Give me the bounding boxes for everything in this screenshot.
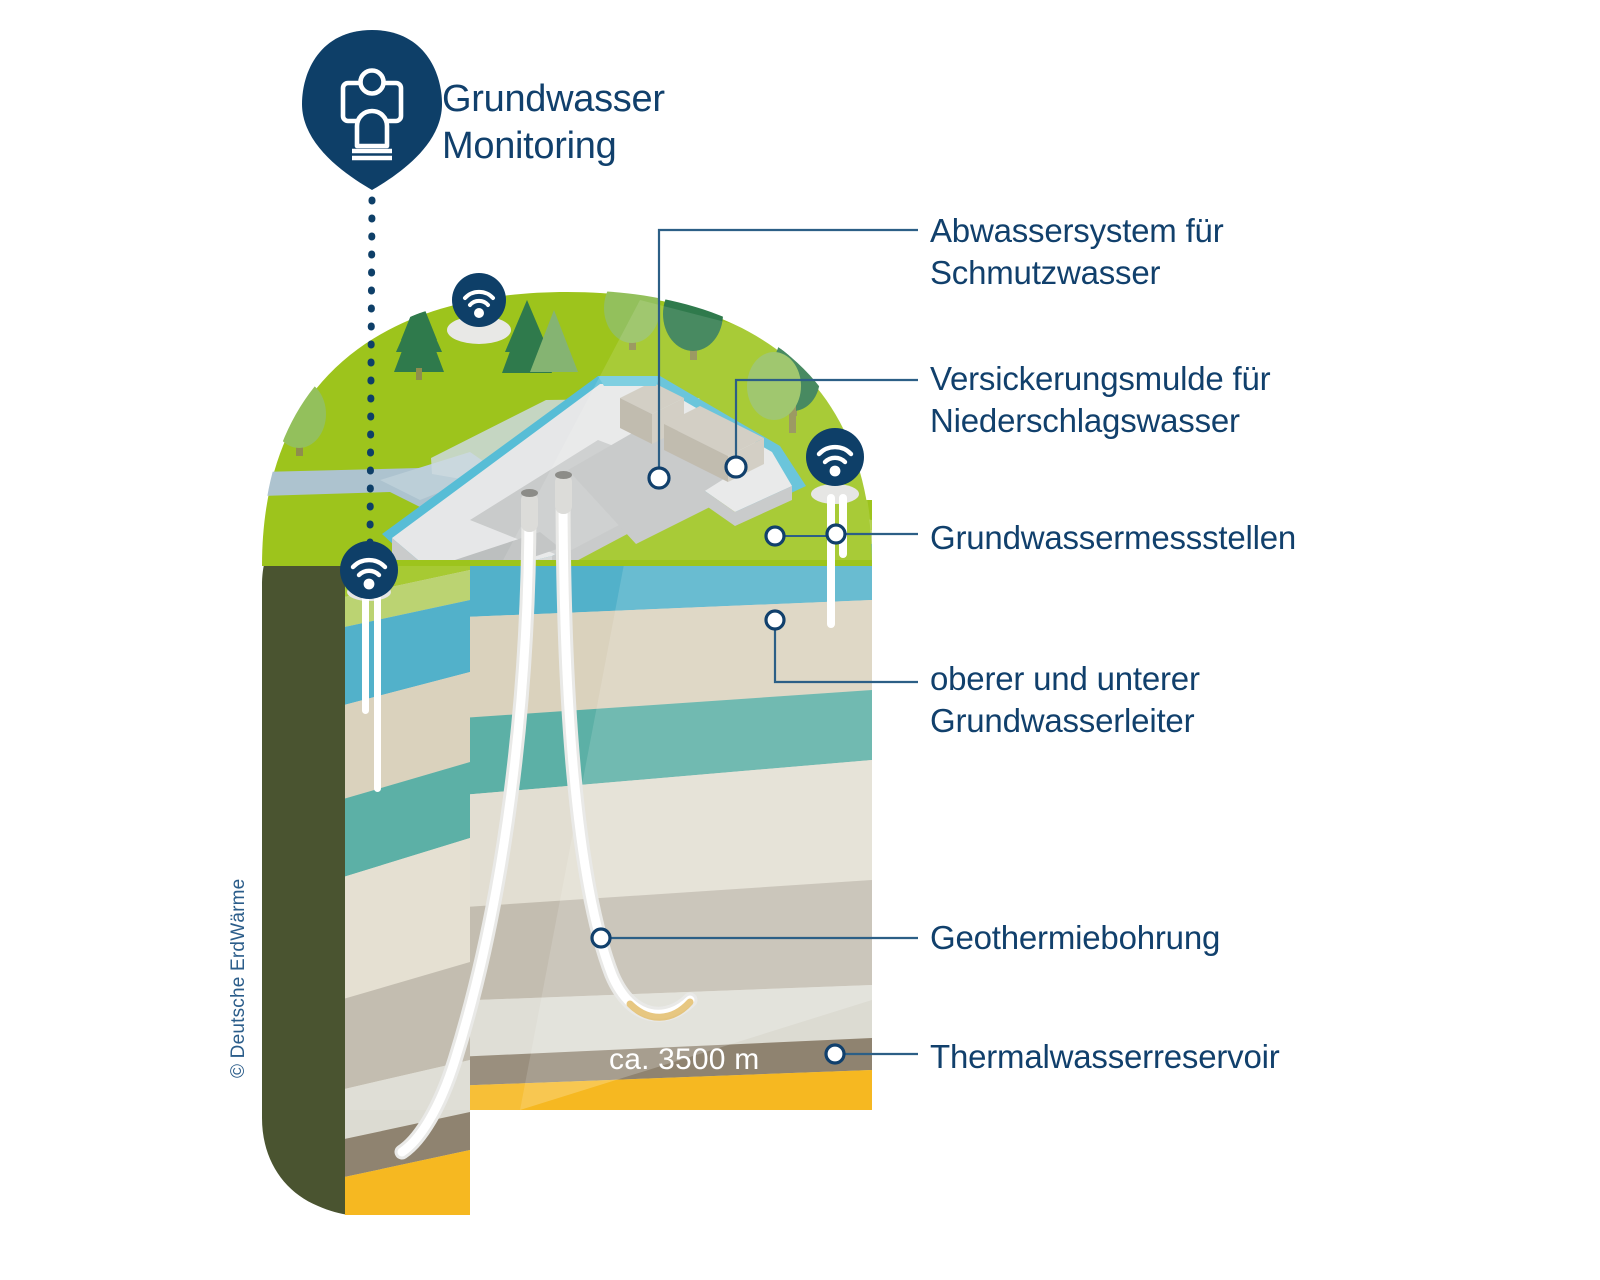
callout-label-geothermiebohrung: Geothermiebohrung xyxy=(930,919,1221,956)
geothermal-borehole-pair xyxy=(394,471,698,1160)
leader-abwassersystem xyxy=(657,228,918,472)
sensor-base-plate xyxy=(447,316,511,344)
pin-dotted-connector xyxy=(366,196,376,547)
callout-label-grundwasserleiter: oberer und unterer Grundwasserleiter xyxy=(930,660,1200,739)
wifi-sensor-right-icon xyxy=(806,428,864,486)
marker-abwassersystem xyxy=(647,466,671,490)
callout-label-versickerung: Versickerungsmulde für Niederschlagswass… xyxy=(930,360,1271,439)
copyright-credit: © Deutsche ErdWärme xyxy=(228,878,249,1078)
monitoring-person-screen-icon xyxy=(340,68,404,161)
wifi-sensor-hilltop-icon xyxy=(452,273,506,327)
callout-label-abwassersystem: Abwassersystem für Schmutzwasser xyxy=(930,212,1224,291)
marker-versickerung xyxy=(724,455,748,479)
leader-grundwasserleiter xyxy=(773,626,918,684)
marker-thermalwasser xyxy=(824,1043,846,1065)
marker-messstelle-upper xyxy=(764,525,786,547)
callout-markers xyxy=(590,455,847,1065)
marker-messstelle-lower xyxy=(764,609,786,631)
leader-versickerung xyxy=(734,378,918,461)
strata-left-face xyxy=(266,512,349,1215)
page-title: Grundwasser Monitoring xyxy=(442,78,665,167)
marker-messstelle-right xyxy=(825,523,847,545)
callout-label-messstellen: Grundwassermessstellen xyxy=(930,519,1297,556)
map-pin-shape xyxy=(302,30,442,190)
depth-annotation: ca. 3500 m xyxy=(609,1043,760,1076)
marker-geothermiebohrung xyxy=(590,927,612,949)
wifi-sensor-left-icon xyxy=(340,541,398,599)
callout-label-thermalwasser: Thermalwasserreservoir xyxy=(930,1038,1280,1075)
